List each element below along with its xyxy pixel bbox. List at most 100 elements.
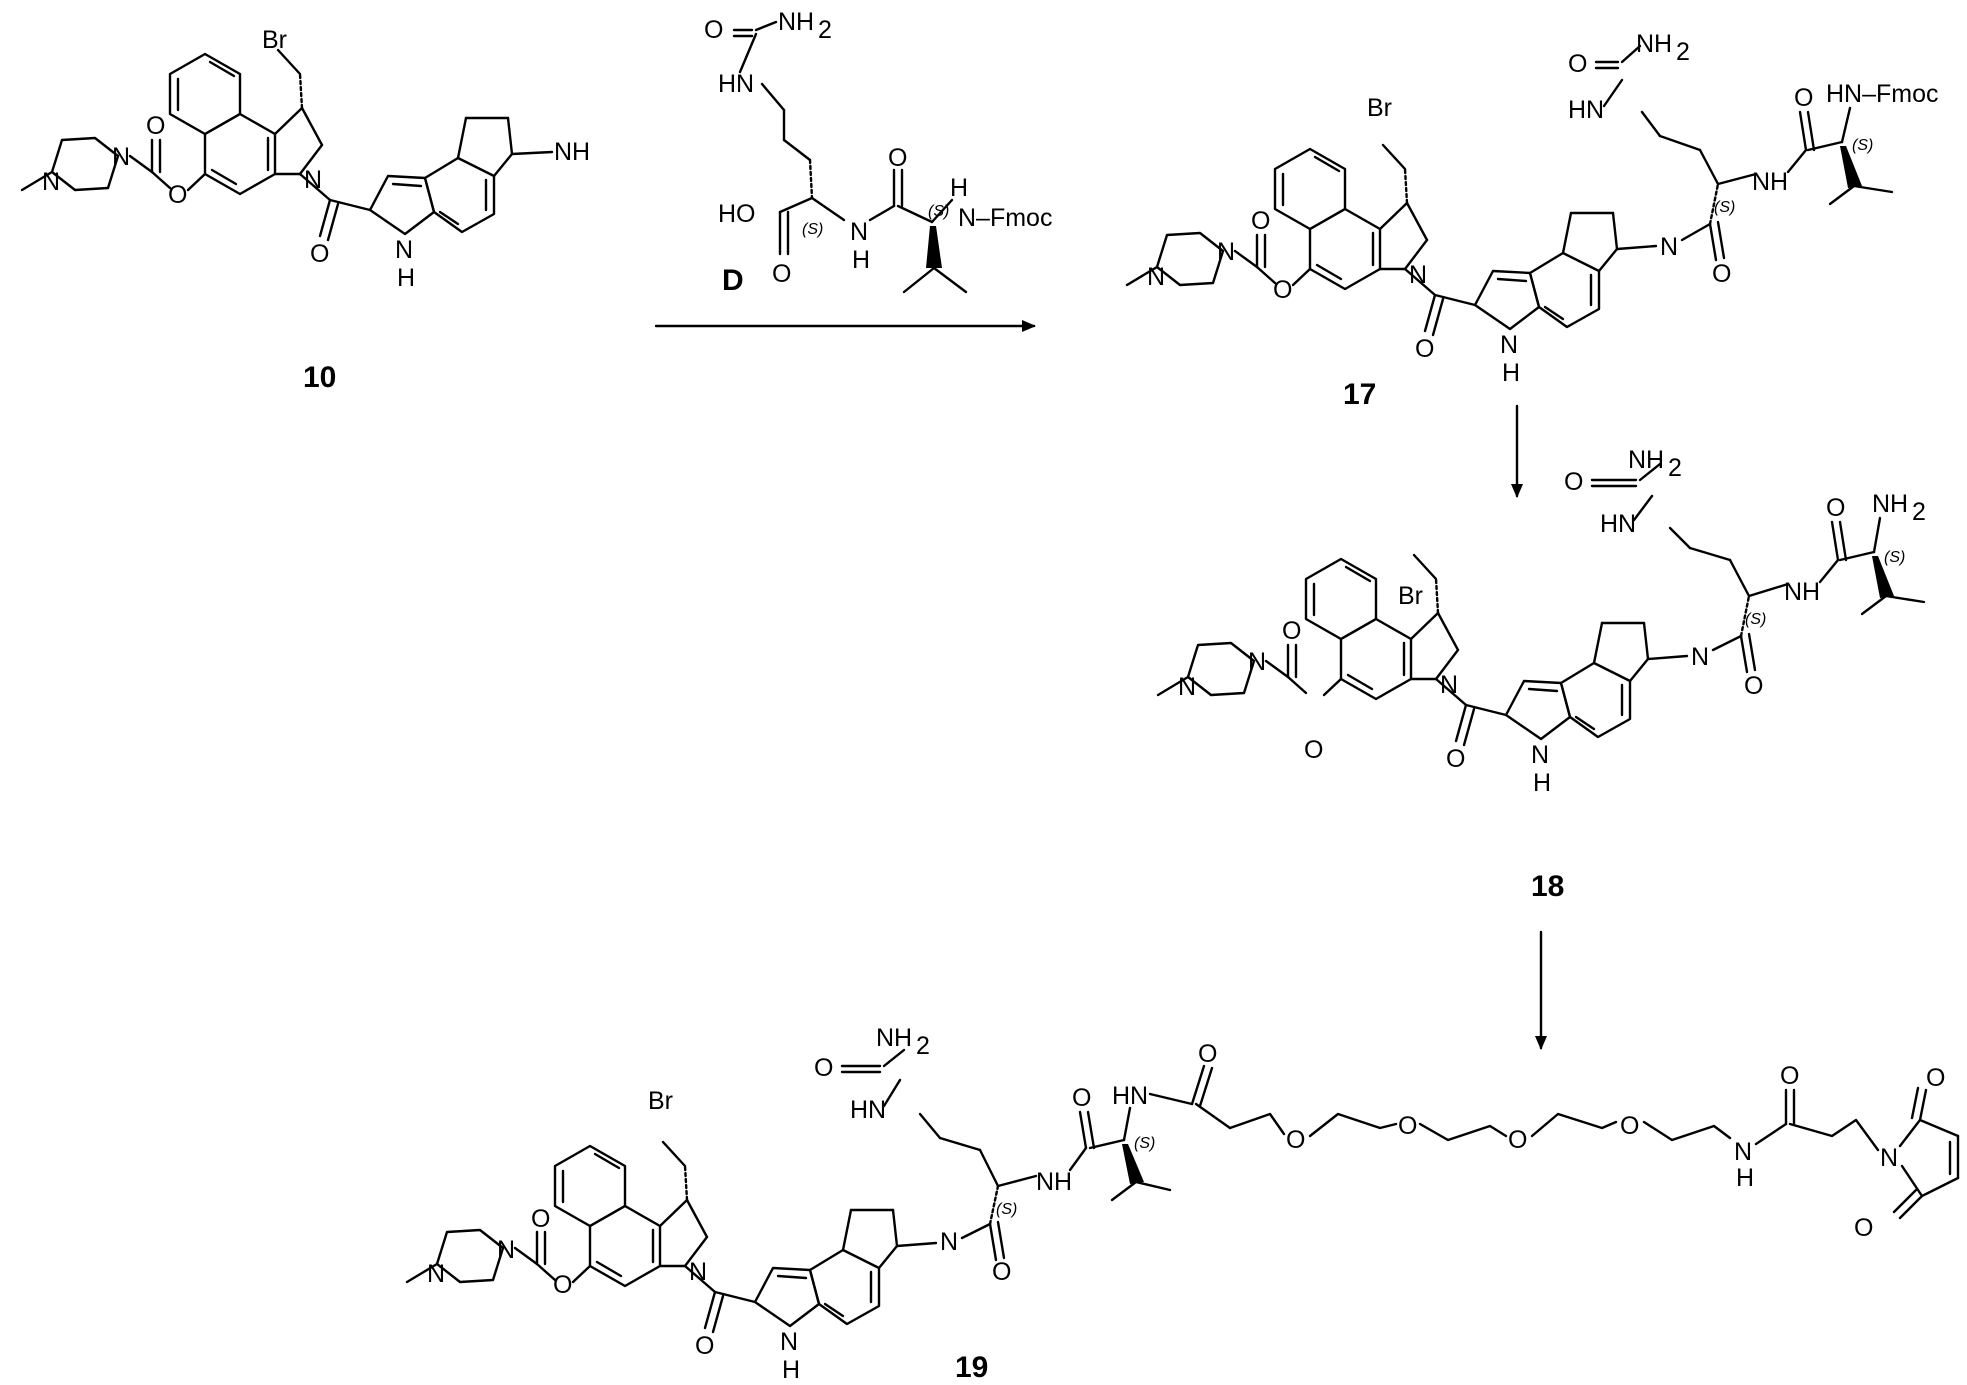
atom-br: Br bbox=[1398, 582, 1423, 610]
atom-ho: HO bbox=[718, 200, 756, 228]
atom-n-fmoc: N–Fmoc bbox=[958, 204, 1052, 232]
atom-br: Br bbox=[648, 1087, 673, 1115]
subscript-2: 2 bbox=[916, 1032, 930, 1060]
stereo-s: (S) bbox=[1884, 549, 1905, 566]
atom-nh2: NH bbox=[1636, 30, 1672, 58]
atom-hn: HN bbox=[850, 1096, 886, 1124]
atom-o: O bbox=[888, 144, 907, 172]
atom-n: N bbox=[1500, 331, 1518, 359]
atom-hn: HN bbox=[1112, 1082, 1148, 1110]
atom-o: O bbox=[1568, 50, 1587, 78]
atom-o: O bbox=[1508, 1126, 1527, 1154]
atom-n: N bbox=[497, 1236, 515, 1264]
subscript-2: 2 bbox=[1912, 498, 1926, 526]
atom-o: O bbox=[814, 1054, 833, 1082]
atom-n: N bbox=[427, 1260, 445, 1288]
atom-nh2: NH bbox=[1872, 490, 1908, 518]
atom-n: N bbox=[304, 166, 322, 194]
atom-o: O bbox=[1744, 672, 1763, 700]
atom-o: O bbox=[695, 1332, 714, 1360]
atom-o: O bbox=[992, 1258, 1011, 1286]
atom-h: H bbox=[950, 174, 968, 202]
atom-h: H bbox=[1736, 1164, 1754, 1192]
atom-br: Br bbox=[262, 26, 287, 54]
atom-nh2: NH bbox=[876, 1024, 912, 1052]
atom-o: O bbox=[1620, 1112, 1639, 1140]
atom-nh2: NH bbox=[1628, 446, 1664, 474]
atom-o: O bbox=[1780, 1062, 1799, 1090]
atom-n: N bbox=[1531, 741, 1549, 769]
stereo-s: (S) bbox=[1745, 611, 1766, 628]
stereo-s: (S) bbox=[1714, 199, 1735, 216]
atom-n: N bbox=[850, 218, 868, 246]
atom-o: O bbox=[1446, 745, 1465, 773]
atom-n: N bbox=[1217, 238, 1235, 266]
stereo-s: (S) bbox=[996, 1201, 1017, 1218]
subscript-2: 2 bbox=[1668, 454, 1682, 482]
compound-19: Br O O N N N O N H N O (S) HN O NH 2 NH … bbox=[407, 1024, 1958, 1384]
atom-nh: NH bbox=[1784, 578, 1820, 606]
compound-label-19: 19 bbox=[955, 1351, 988, 1384]
atom-o: O bbox=[168, 181, 187, 209]
atom-o: O bbox=[310, 240, 329, 268]
reagent-label-d: D bbox=[722, 264, 744, 297]
compound-10: Br O O N N N O N H NH 10 bbox=[22, 26, 590, 394]
atom-hn: HN bbox=[1568, 96, 1604, 124]
atom-o: O bbox=[772, 260, 791, 288]
reagent-d: O NH 2 HN HO O (S) N H O (S) N–Fmoc H D bbox=[704, 8, 1052, 297]
atom-h: H bbox=[397, 264, 415, 292]
atom-o: O bbox=[1826, 494, 1845, 522]
atom-n: N bbox=[395, 236, 413, 264]
atom-n: N bbox=[1660, 233, 1678, 261]
atom-o: O bbox=[553, 1271, 572, 1299]
atom-o: O bbox=[1198, 1040, 1217, 1068]
compound-18: Br O O N N N O N H N O (S) HN O NH 2 NH … bbox=[1158, 446, 1926, 903]
atom-o: O bbox=[1398, 1112, 1417, 1140]
atom-hn: HN bbox=[718, 70, 754, 98]
atom-n: N bbox=[1691, 643, 1709, 671]
atom-h: H bbox=[852, 246, 870, 274]
atom-o: O bbox=[1854, 1214, 1873, 1242]
atom-o: O bbox=[1926, 1064, 1945, 1092]
compound-17: Br O O N N N O N H N O (S) HN O NH 2 NH … bbox=[1127, 30, 1939, 411]
atom-o: O bbox=[146, 112, 165, 140]
atom-n: N bbox=[42, 168, 60, 196]
subscript-2: 2 bbox=[818, 16, 832, 44]
compound-label-10: 10 bbox=[303, 361, 336, 394]
atom-o: O bbox=[1712, 260, 1731, 288]
atom-o: O bbox=[1286, 1126, 1305, 1154]
atom-o: O bbox=[1251, 207, 1270, 235]
atom-h: H bbox=[1502, 359, 1520, 387]
atom-n: N bbox=[1440, 671, 1458, 699]
atom-n: N bbox=[1880, 1144, 1898, 1172]
atom-o: O bbox=[531, 1205, 550, 1233]
subscript-2: 2 bbox=[1676, 38, 1690, 66]
atom-hn-fmoc: HN–Fmoc bbox=[1826, 80, 1939, 108]
atom-nh: NH bbox=[1036, 1168, 1072, 1196]
atom-o: O bbox=[1304, 736, 1323, 764]
atom-o: O bbox=[1794, 84, 1813, 112]
atom-n: N bbox=[780, 1328, 798, 1356]
atom-n: N bbox=[1734, 1138, 1752, 1166]
atom-o: O bbox=[704, 16, 723, 44]
atom-n: N bbox=[1178, 673, 1196, 701]
stereo-s: (S) bbox=[802, 221, 823, 238]
atom-n: N bbox=[112, 143, 130, 171]
atom-h: H bbox=[1533, 769, 1551, 797]
atom-nh: NH bbox=[554, 138, 590, 166]
atom-o: O bbox=[1072, 1084, 1091, 1112]
compound-label-18: 18 bbox=[1531, 870, 1564, 903]
atom-o: O bbox=[1564, 468, 1583, 496]
atom-n: N bbox=[1147, 263, 1165, 291]
atom-nh2: NH bbox=[778, 8, 814, 36]
atom-h: H bbox=[782, 1356, 800, 1384]
atom-br: Br bbox=[1367, 94, 1392, 122]
atom-n: N bbox=[940, 1228, 958, 1256]
stereo-s: (S) bbox=[1852, 137, 1873, 154]
atom-o: O bbox=[1415, 335, 1434, 363]
compound-label-17: 17 bbox=[1343, 378, 1376, 411]
atom-n: N bbox=[1409, 261, 1427, 289]
atom-hn: HN bbox=[1600, 510, 1636, 538]
atom-n: N bbox=[689, 1258, 707, 1286]
